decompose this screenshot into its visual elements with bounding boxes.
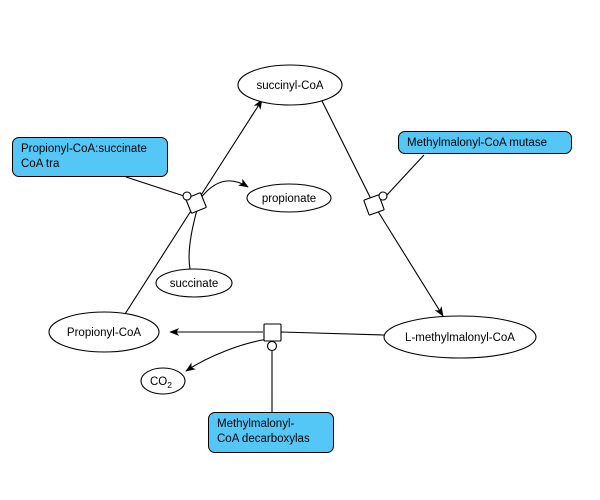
metabolite-layer: succinyl-CoA propionate succinate Propio… [48,64,537,395]
reaction-node-mutase[interactable] [363,194,385,216]
edge-layer [124,99,444,412]
node-propionate-label: propionate [262,193,316,205]
reaction-node-decarboxylase[interactable] [263,323,282,342]
node-succinate-label: succinate [170,278,219,290]
node-propionyl-coa-label: Propionyl-CoA [67,327,141,339]
reaction-node-layer [182,191,388,352]
enzyme-label-methylmalonyl-coa-decarboxylase[interactable]: Methylmalonyl- CoA decarboxylas [208,412,334,453]
node-propionate[interactable]: propionate [246,183,332,213]
leader-line-mutase [385,154,425,197]
enzyme-label-propionyl-coa-succinate-coa-transferase[interactable]: Propionyl-CoA:succinate CoA tra [12,137,168,177]
node-succinyl-coa-ellipse [237,64,343,106]
reaction-dot-transferase [182,191,192,201]
edge-succinate-to-transferase-node [188,209,198,270]
edge-propionyl-coa-to-succinyl-coa [124,202,197,315]
enzyme-label-methylmalonyl-coa-mutase[interactable]: Methylmalonyl-CoA mutase [398,131,572,154]
edge-mutase-node-to-l-methylmalonyl-coa [373,204,444,317]
edge-transferase-node-to-propionate [199,178,249,200]
edge-l-methylmalonyl-coa-to-decarboxylase-node [280,331,385,336]
node-propionyl-coa[interactable]: Propionyl-CoA [48,311,160,353]
node-co2-ellipse [140,367,186,395]
node-co2-label-subscript: 2 [167,380,172,390]
node-co2[interactable]: CO2 [140,367,186,395]
node-co2-label: CO2 [150,376,172,390]
reaction-dot-decarboxylase [266,340,278,352]
node-propionyl-coa-ellipse [48,311,160,353]
node-co2-label-main: CO [150,376,167,388]
node-succinyl-coa-label: succinyl-CoA [256,80,323,92]
edge-transferase-node-to-succinyl-coa [195,99,263,204]
node-succinate-ellipse [155,268,233,298]
edge-succinyl-coa-to-mutase-node [321,100,375,206]
node-propionate-ellipse [246,183,332,213]
node-l-methylmalonyl-coa-label: L-methylmalonyl-CoA [405,332,515,344]
node-l-methylmalonyl-coa[interactable]: L-methylmalonyl-CoA [383,315,537,359]
edge-decarboxylase-node-to-co2 [185,338,269,372]
node-l-methylmalonyl-coa-ellipse [383,315,537,359]
reaction-dot-mutase [378,191,388,201]
leader-line-transferase [125,176,185,197]
node-succinyl-coa[interactable]: succinyl-CoA [237,64,343,106]
node-succinate[interactable]: succinate [155,268,233,298]
